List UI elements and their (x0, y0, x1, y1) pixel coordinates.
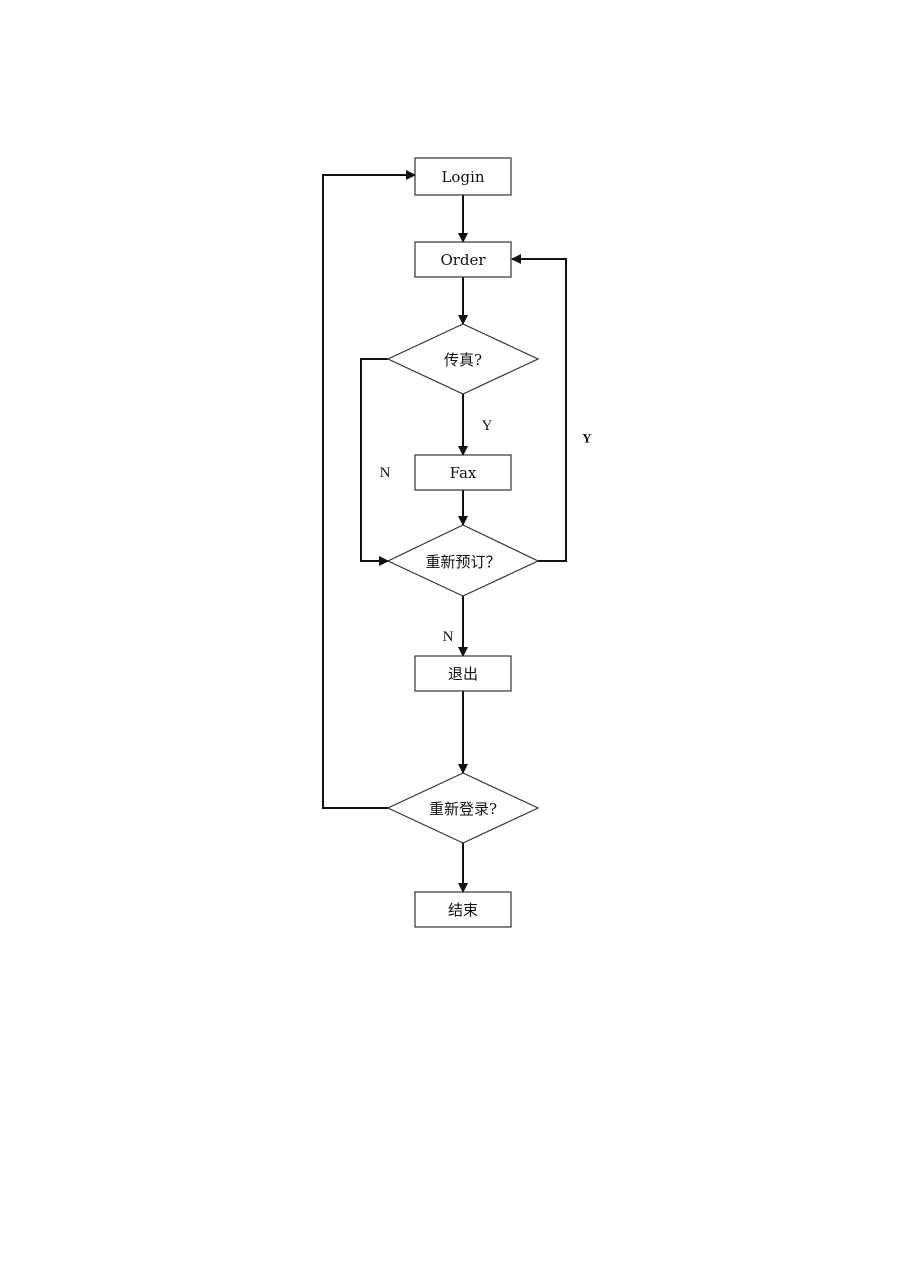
fax-label: Fax (450, 464, 477, 482)
order-box (414, 241, 512, 278)
fax-no-label: N (380, 465, 391, 481)
node-order: Order (414, 241, 512, 278)
node-reorder-decision: 重新预订？ (386, 524, 540, 597)
reorder-no-label: N (443, 629, 454, 645)
fax-decision-diamond (386, 323, 540, 395)
node-relogin-decision: 重新登录? (386, 772, 540, 844)
fax-yes-label: Y (482, 418, 493, 434)
edge-reorder-yes-to-order (511, 254, 567, 562)
reorder-decision-label: 重新预订？ (425, 553, 500, 571)
end-label: 结束 (448, 901, 478, 919)
exit-label: 退出 (448, 665, 478, 683)
order-label: Order (440, 251, 486, 269)
end-box (414, 891, 512, 928)
node-login: Login (414, 157, 512, 196)
reorder-decision-diamond (386, 524, 540, 597)
node-fax: Fax (414, 454, 512, 491)
login-label: Login (441, 168, 484, 186)
edges (322, 170, 567, 893)
exit-box (414, 655, 512, 692)
fax-box (414, 454, 512, 491)
reorder-yes-label: Y (582, 431, 592, 446)
relogin-decision-label: 重新登录? (429, 800, 497, 818)
node-end: 结束 (414, 891, 512, 928)
edge-relogin-yes-to-login (322, 170, 416, 809)
edge-fax-decision-no-to-reorder (360, 358, 389, 566)
login-box (414, 157, 512, 196)
node-exit: 退出 (414, 655, 512, 692)
fax-decision-label: 传真? (444, 351, 482, 369)
relogin-decision-diamond (386, 772, 540, 844)
node-fax-decision: 传真? (386, 323, 540, 395)
